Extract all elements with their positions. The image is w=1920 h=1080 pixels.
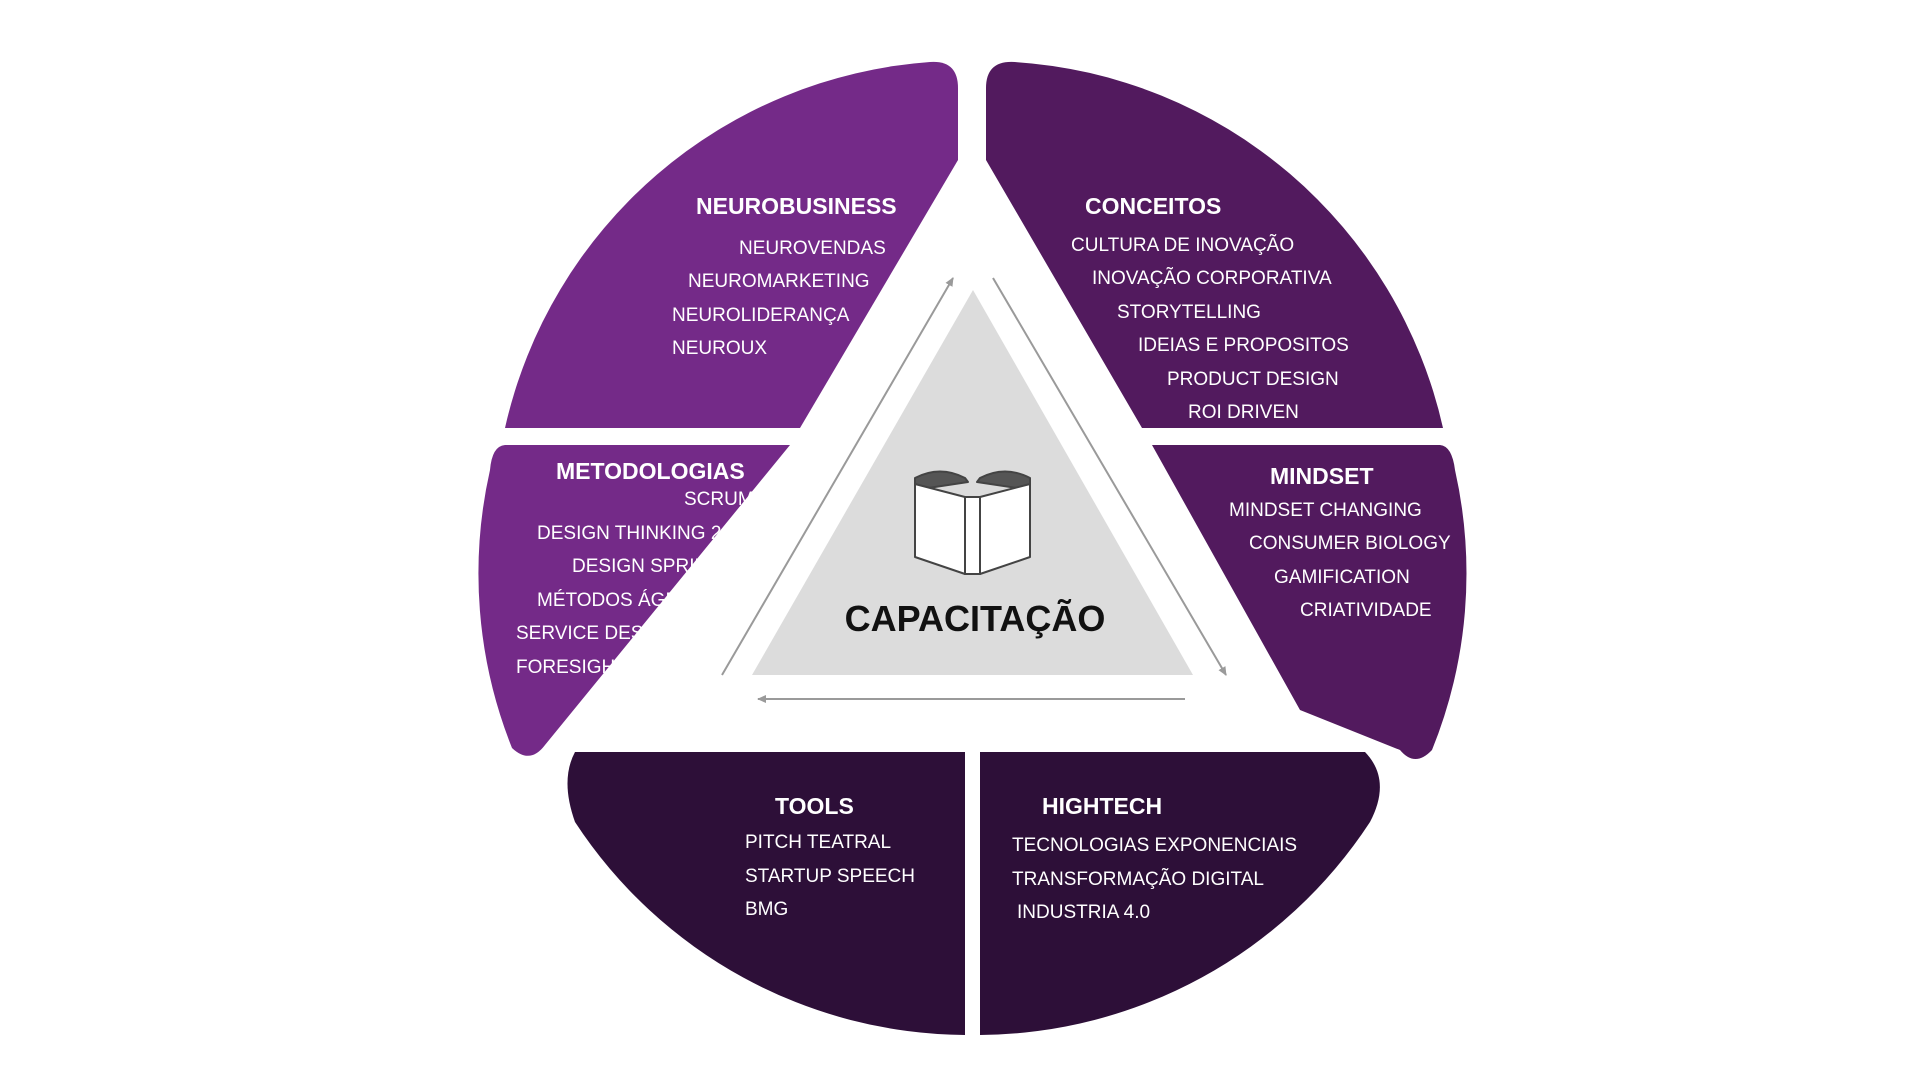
hightech-item: INDUSTRIA 4.0	[1017, 902, 1150, 923]
metodologias-item: MÉTODOS ÁGEIS	[537, 590, 696, 611]
metodologias-item: SERVICE DESIGN	[516, 623, 677, 644]
conceitos-item: PRODUCT DESIGN	[1167, 369, 1339, 390]
mindset-item: CONSUMER BIOLOGY	[1249, 533, 1451, 554]
conceitos-title: CONCEITOS	[1085, 193, 1221, 219]
segment-metodologias	[478, 445, 790, 756]
tools-item: PITCH TEATRAL	[745, 832, 891, 853]
mindset-title: MINDSET	[1270, 463, 1374, 489]
segment-neurobusiness	[505, 61, 958, 428]
neurobusiness-item: NEUROUX	[672, 338, 767, 359]
open-book-icon	[914, 470, 1031, 575]
conceitos-item: IDEIAS E PROPOSITOS	[1138, 335, 1349, 356]
hightech-title: HIGHTECH	[1042, 793, 1162, 819]
segment-hightech	[980, 752, 1380, 1035]
center-triangle	[752, 290, 1193, 675]
metodologias-title: METODOLOGIAS	[556, 458, 745, 484]
neurobusiness-item: NEUROMARKETING	[688, 271, 870, 292]
mindset-item: CRIATIVIDADE	[1300, 600, 1432, 621]
mindset-item: MINDSET CHANGING	[1229, 500, 1422, 521]
hightech-item: TRANSFORMAÇÃO DIGITAL	[1012, 868, 1264, 890]
conceitos-item: ROI DRIVEN	[1188, 402, 1299, 423]
conceitos-item: STORYTELLING	[1117, 302, 1261, 323]
neurobusiness-item: NEUROVENDAS	[739, 238, 886, 259]
neurobusiness-title: NEUROBUSINESS	[696, 193, 897, 219]
segment-mindset	[1152, 445, 1467, 759]
neurobusiness-item: NEUROLIDERANÇA	[672, 305, 850, 326]
conceitos-item: CULTURA DE INOVAÇÃO	[1071, 234, 1294, 256]
center-title: CAPACITAÇÃO	[845, 597, 1106, 639]
cycle-arrow-up	[721, 277, 954, 676]
hightech-item: TECNOLOGIAS EXPONENCIAIS	[1012, 835, 1297, 856]
segment-tools	[567, 752, 965, 1035]
conceitos-item: INOVAÇÃO CORPORATIVA	[1092, 267, 1332, 289]
tools-title: TOOLS	[775, 793, 854, 819]
metodologias-item: DESIGN THINKING 2.0	[537, 523, 737, 544]
tools-item: BMG	[745, 899, 788, 920]
metodologias-item: DESIGN SPRINT	[572, 556, 720, 577]
cycle-arrow-down	[992, 277, 1227, 676]
segment-conceitos	[986, 61, 1443, 428]
metodologias-item: FORESIGHTING	[516, 657, 661, 678]
metodologias-item: SCRUM	[684, 489, 754, 510]
mindset-item: GAMIFICATION	[1274, 567, 1410, 588]
tools-item: STARTUP SPEECH	[745, 866, 915, 887]
